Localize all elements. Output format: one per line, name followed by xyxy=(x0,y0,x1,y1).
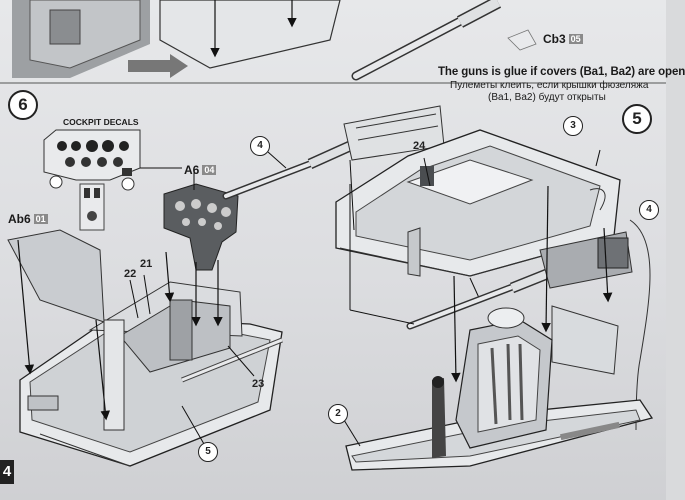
instrument-panel-part xyxy=(163,170,239,271)
note-english: The guns is glue if covers (Ba1, Ba2) ar… xyxy=(438,66,685,78)
previous-step-fragment xyxy=(12,0,341,78)
part-sprue-badge: 05 xyxy=(568,34,583,44)
callout-2: 2 xyxy=(328,404,348,424)
part-sprue-badge: 04 xyxy=(202,165,217,175)
callout-5: 5 xyxy=(198,442,218,462)
step-number-5: 5 xyxy=(622,104,652,134)
page-number: 4 xyxy=(0,460,14,484)
part-sprue-badge: 01 xyxy=(33,214,48,224)
callout-4-left: 4 xyxy=(250,136,270,156)
part-number-23: 23 xyxy=(252,378,265,390)
gun-barrel-left xyxy=(222,105,445,200)
gun-barrel-top xyxy=(351,0,537,81)
fuselage-upper-right xyxy=(335,129,621,301)
note-russian-line1: Пулеметы клеить, если крышки фюзеляжа xyxy=(450,80,649,91)
cockpit-decals-title: COCKPIT DECALS xyxy=(63,117,139,127)
cockpit-assembly-left xyxy=(7,229,283,467)
note-russian-line2: (Ba1, Ba2) будут открыты xyxy=(488,92,606,103)
part-number-22: 22 xyxy=(124,268,137,280)
assembly-illustration xyxy=(0,0,666,471)
callout-4-right: 4 xyxy=(639,200,659,220)
part-number-24: 24 xyxy=(413,140,426,152)
callout-3: 3 xyxy=(563,116,583,136)
part-number-21: 21 xyxy=(140,258,153,270)
gun-barrel-right xyxy=(406,188,651,431)
cockpit-floor-seat xyxy=(343,184,654,471)
step-number-6: 6 xyxy=(8,90,38,120)
cockpit-decals-sheet xyxy=(43,129,182,231)
